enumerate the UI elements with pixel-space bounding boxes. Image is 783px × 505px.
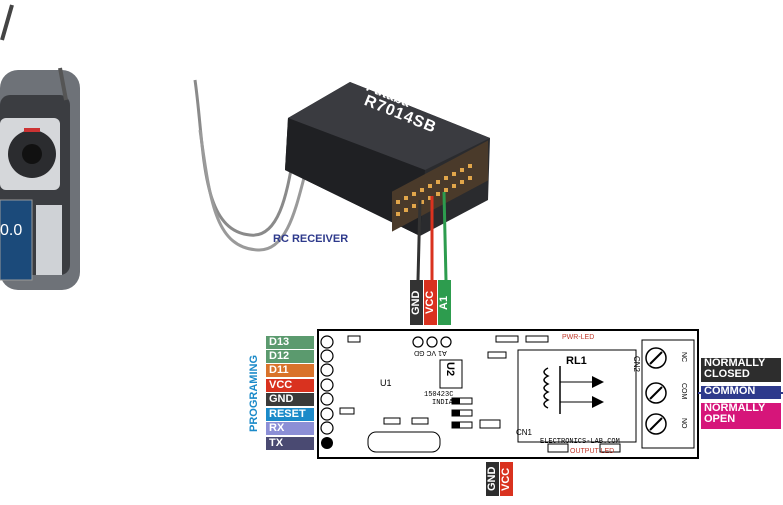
- output-label-common: COMMON: [701, 386, 781, 399]
- output-label-normally-closed: NORMALLY CLOSED: [701, 358, 781, 382]
- pin-label-tx: TX: [266, 437, 314, 450]
- board-site-label: ELECTRONICS-LAB.COM: [540, 438, 620, 446]
- receiver-caption: RC RECEIVER: [273, 233, 349, 245]
- board-chip-code: 150423C: [424, 391, 454, 399]
- board-pwr-led-label: PWR-LED: [562, 334, 595, 341]
- pin-label-d12: D12: [266, 350, 314, 363]
- board-output-led-label: OUTPUT LED: [570, 448, 615, 455]
- power-label-vcc: VCC: [500, 462, 513, 496]
- programming-title: PROGRAMING: [248, 355, 260, 433]
- pin-label-gnd: GND: [266, 393, 314, 406]
- pin-label-rx: RX: [266, 422, 314, 435]
- output-label-normally-open: NORMALLY OPEN: [701, 403, 781, 429]
- relay-pin-nc: NC: [680, 352, 687, 363]
- board-cn2-label: CN2: [632, 356, 641, 373]
- board-cn1-label: CN1: [516, 428, 533, 437]
- power-label-gnd: GND: [486, 462, 499, 496]
- transmitter-display-value: 0.0: [0, 222, 23, 239]
- pin-label-d11: D11: [266, 364, 314, 377]
- relay-pin-no: NO: [680, 418, 687, 429]
- board-u1-label: U1: [380, 378, 392, 388]
- rc-transmitter: [0, 4, 80, 290]
- board-top-header-label: A1 VC GD: [414, 349, 447, 356]
- board-rl1-label: RL1: [566, 355, 587, 367]
- pin-label-vcc: VCC: [266, 379, 314, 392]
- board-chip-country: INDIA: [432, 399, 454, 407]
- board-u2-label: U2: [444, 362, 456, 377]
- relay-pin-com: COM: [680, 383, 687, 400]
- pin-label-reset: RESET: [266, 408, 314, 421]
- pin-label-d13: D13: [266, 336, 314, 349]
